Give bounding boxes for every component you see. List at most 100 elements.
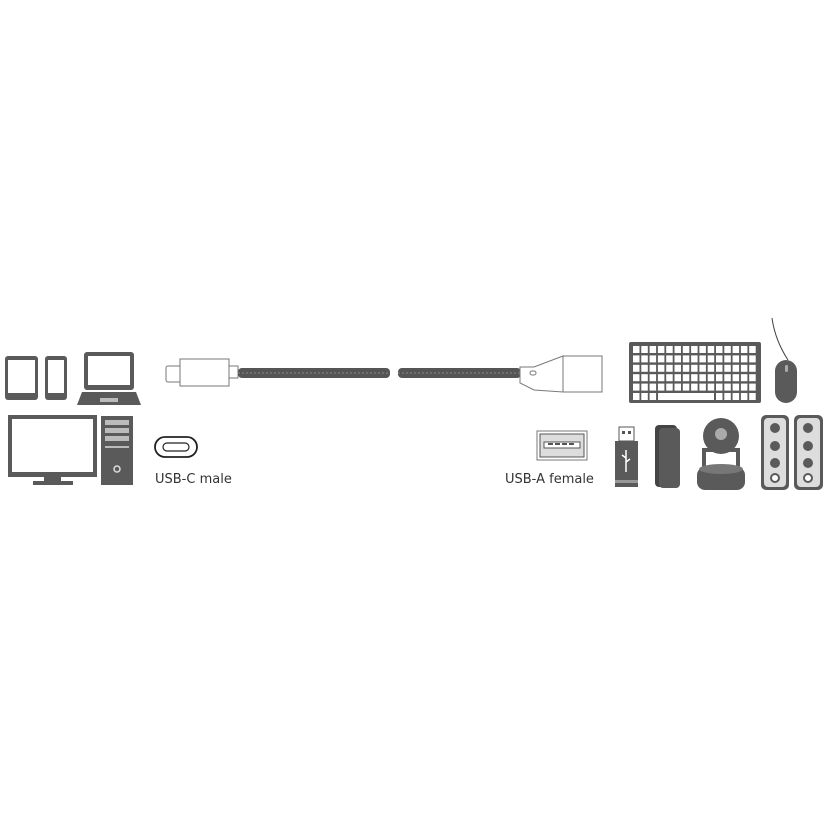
- keyboard-key: [699, 364, 706, 372]
- keyboard-key: [740, 393, 748, 400]
- keyboard-key: [749, 383, 756, 391]
- keyboard-key: [749, 364, 756, 372]
- keyboard-key: [716, 393, 723, 400]
- keyboard-key: [674, 346, 681, 353]
- keyboard-key: [716, 346, 723, 353]
- keyboard-key: [666, 364, 673, 372]
- keyboard-key: [732, 355, 740, 363]
- keyboard-key: [732, 346, 740, 353]
- keyboard-key: [657, 374, 665, 382]
- usb-c-port-icon: [154, 436, 198, 458]
- keyboard-key: [682, 364, 690, 372]
- smartphone-icon: [45, 356, 67, 400]
- keyboard-key: [740, 364, 748, 372]
- mouse-icon: [771, 317, 797, 403]
- keyboard-key: [749, 355, 756, 363]
- keyboard-key: [641, 374, 648, 382]
- keyboard-key: [724, 374, 731, 382]
- keyboard-key: [691, 355, 698, 363]
- keyboard-key: [641, 393, 648, 400]
- keyboard-key: [707, 346, 715, 353]
- keyboard-key: [633, 393, 640, 400]
- keyboard-key: [649, 355, 657, 363]
- braided-cable: [238, 368, 521, 378]
- keyboard-key: [699, 355, 706, 363]
- keyboard-key: [641, 346, 648, 353]
- keyboard-key: [649, 393, 657, 400]
- keyboard-key: [724, 355, 731, 363]
- keyboard-key: [707, 364, 715, 372]
- keyboard-key: [649, 346, 657, 353]
- keyboard-key: [707, 383, 715, 391]
- keyboard-key: [749, 374, 756, 382]
- keyboard-key: [674, 364, 681, 372]
- keyboard-key: [740, 374, 748, 382]
- pc-tower-icon: [101, 416, 133, 485]
- keyboard-key: [732, 374, 740, 382]
- keyboard-key: [716, 355, 723, 363]
- usb-stick-icon: [615, 426, 638, 487]
- keyboard-key: [691, 364, 698, 372]
- keyboard-key: [716, 383, 723, 391]
- keyboard-key: [649, 383, 657, 391]
- keyboard-key: [707, 374, 715, 382]
- keyboard-key: [740, 346, 748, 353]
- usb-c-male-label: USB-C male: [155, 472, 232, 487]
- keyboard-key: [633, 383, 640, 391]
- keyboard-key: [633, 364, 640, 372]
- keyboard-key: [666, 355, 673, 363]
- keyboard-key: [674, 374, 681, 382]
- keyboard-key: [657, 383, 665, 391]
- keyboard-key: [749, 346, 756, 353]
- keyboard-key: [641, 364, 648, 372]
- keyboard-key: [682, 374, 690, 382]
- keyboard-key: [657, 355, 665, 363]
- tablet-icon: [5, 356, 38, 400]
- usb-a-port-icon: [536, 430, 588, 461]
- hard-drive-icon: [655, 425, 680, 488]
- keyboard-key: [740, 355, 748, 363]
- keyboard-key: [691, 383, 698, 391]
- keyboard-key: [682, 383, 690, 391]
- keyboard-key: [682, 346, 690, 353]
- keyboard-key: [649, 364, 657, 372]
- keyboard-key: [732, 383, 740, 391]
- keyboard-key: [707, 355, 715, 363]
- keyboard-key: [699, 346, 706, 353]
- usb-c-plug: [165, 358, 239, 387]
- speakers-icon: [761, 415, 823, 490]
- keyboard-key: [699, 374, 706, 382]
- keyboard-key: [724, 383, 731, 391]
- keyboard-key: [641, 355, 648, 363]
- keyboard-key: [682, 355, 690, 363]
- keyboard-key: [633, 374, 640, 382]
- keyboard-key: [666, 383, 673, 391]
- keyboard-key: [633, 346, 640, 353]
- keyboard-key: [740, 383, 748, 391]
- monitor-icon: [8, 415, 97, 485]
- keyboard-key: [724, 364, 731, 372]
- webcam-icon: [697, 418, 745, 490]
- usb-a-female-label: USB-A female: [505, 472, 594, 487]
- keyboard-key: [724, 346, 731, 353]
- keyboard-key: [657, 364, 665, 372]
- keyboard-key: [749, 393, 756, 400]
- keyboard-key: [641, 383, 648, 391]
- keyboard-key: [633, 355, 640, 363]
- keyboard-key: [649, 374, 657, 382]
- keyboard-key: [716, 374, 723, 382]
- keyboard-key: [691, 374, 698, 382]
- keyboard-key: [657, 346, 665, 353]
- keyboard-key: [724, 393, 731, 400]
- keyboard-key: [699, 383, 706, 391]
- usb-a-socket: [519, 355, 603, 393]
- laptop-icon: [77, 352, 141, 405]
- keyboard-key: [732, 393, 740, 400]
- keyboard-key: [666, 346, 673, 353]
- keyboard-key: [674, 355, 681, 363]
- keyboard-key: [674, 383, 681, 391]
- keyboard-icon: [629, 342, 761, 403]
- keyboard-key: [666, 374, 673, 382]
- keyboard-key: [691, 346, 698, 353]
